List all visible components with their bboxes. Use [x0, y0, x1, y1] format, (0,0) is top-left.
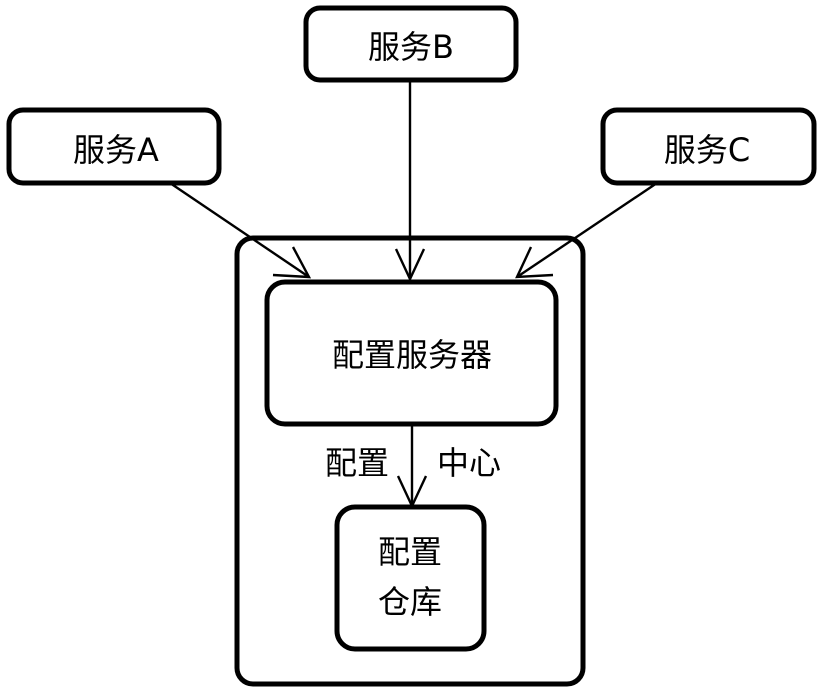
config-repo-node: 配置 仓库 [334, 504, 487, 652]
config-repo-box [334, 504, 487, 652]
config-server-box [264, 279, 559, 427]
service-c-box [600, 107, 817, 186]
service-a-label: 服务A [73, 131, 159, 169]
service-a-box [6, 107, 222, 186]
service-b-label: 服务B [368, 28, 454, 66]
service-c-label: 服务C [664, 131, 750, 169]
edge-service-a-to-config-server [169, 182, 310, 278]
config-center-label-right: 中心 [437, 444, 501, 482]
config-repo-label-line2: 仓库 [378, 583, 442, 621]
service-c-node: 服务C [600, 107, 817, 186]
arrowhead-service-a [272, 246, 312, 279]
service-b-box [303, 5, 519, 83]
arrowhead-service-c [515, 246, 554, 279]
config-repo-label-line1: 配置 [378, 533, 442, 571]
service-a-node: 服务A [6, 107, 222, 186]
edge-service-c-to-config-server [516, 182, 658, 278]
service-b-node: 服务B [303, 5, 519, 83]
config-center-label-left: 配置 [325, 444, 389, 482]
config-server-node: 配置服务器 [264, 279, 559, 427]
arrowhead-service-b [394, 248, 426, 282]
config-server-label: 配置服务器 [332, 336, 492, 374]
